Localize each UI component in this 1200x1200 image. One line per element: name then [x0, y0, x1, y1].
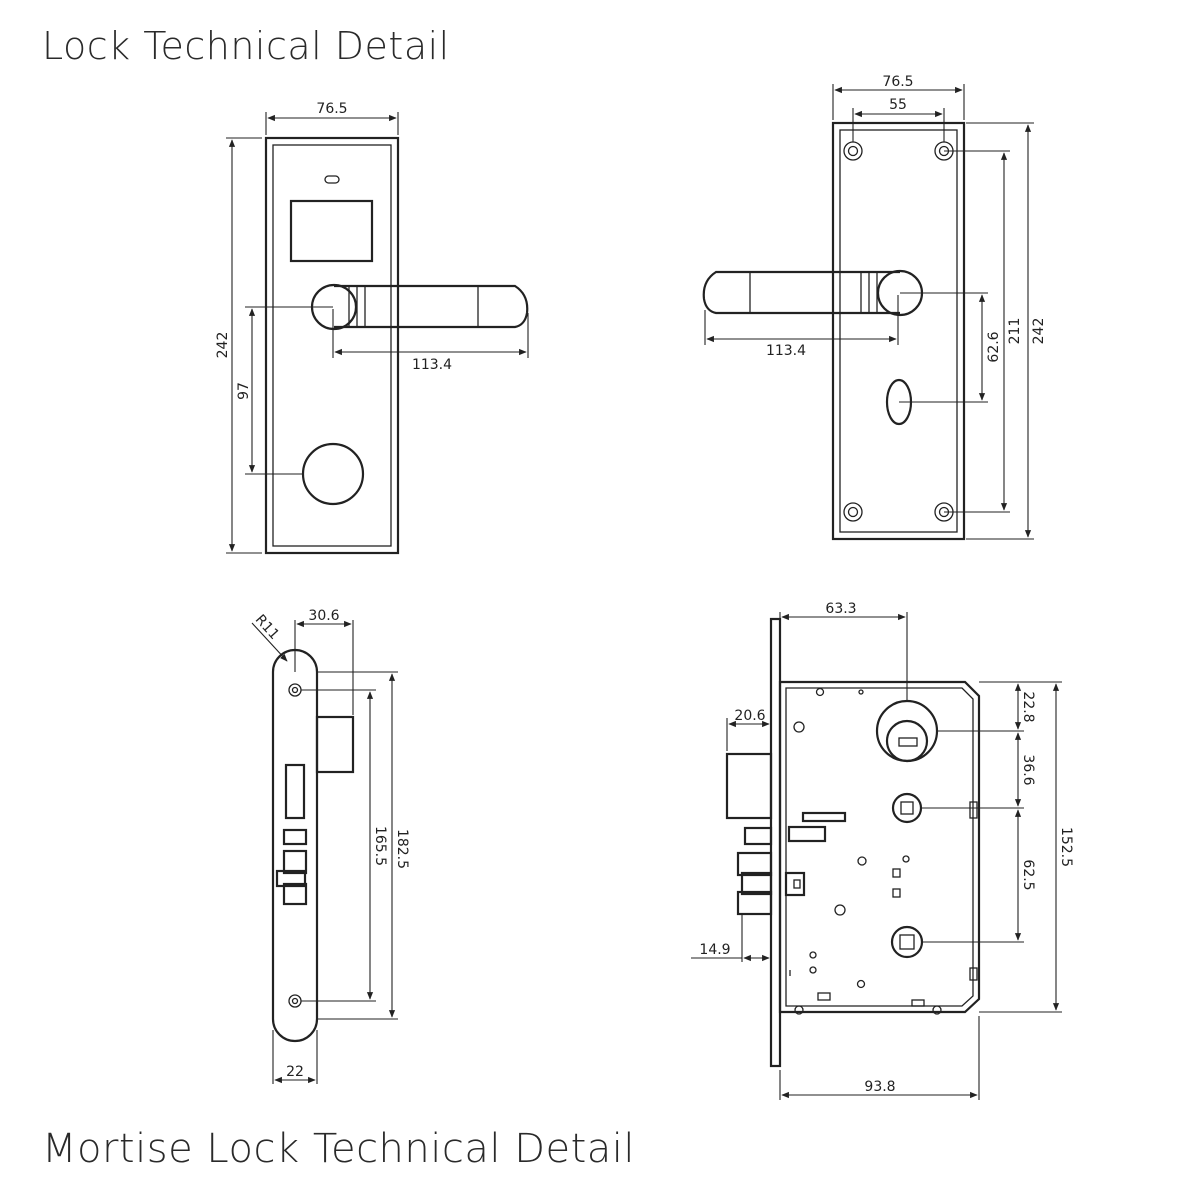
case-holes — [789, 687, 978, 1015]
radius-label: R11 — [252, 612, 282, 643]
cylinder-spindle-label: 36.6 — [1020, 754, 1036, 785]
front-width-label: 76.5 — [316, 101, 347, 117]
cylinder-hub — [875, 699, 939, 763]
case-depth-label: 93.8 — [864, 1079, 895, 1095]
body-faceplate — [769, 617, 782, 1068]
deadbolt-projection-label: 20.6 — [734, 708, 765, 724]
latch-projection-label: 14.9 — [699, 942, 730, 958]
back-handle — [702, 269, 924, 317]
screw-spacing-label: 165.5 — [372, 826, 388, 866]
deadbolt-side — [315, 715, 355, 774]
body-latch-top — [736, 851, 773, 877]
slider-top — [801, 811, 847, 823]
front-height-label: 242 — [215, 332, 231, 359]
key-cylinder — [301, 442, 365, 506]
front-handle — [310, 283, 529, 331]
card-reader-window — [289, 199, 374, 263]
spindle-hub-top — [891, 792, 923, 824]
backset-label: 63.3 — [825, 601, 856, 617]
cylinder-cam — [898, 737, 918, 747]
back-handle-length-label: 113.4 — [766, 343, 806, 359]
mortise-faceplate-view: 30.6 R11 165.5 182.5 22 — [251, 608, 410, 1084]
front-view: 76.5 242 97 113.4 — [215, 101, 529, 555]
body-aux-latch — [743, 826, 773, 846]
front-plate-inner — [272, 144, 392, 547]
front-handle-length-label: 113.4 — [412, 357, 452, 373]
latch-top — [282, 849, 308, 875]
back-plate-outer — [831, 121, 966, 541]
aux-latch — [282, 828, 308, 846]
back-thumbturn-label: 62.6 — [986, 331, 1002, 362]
top-cylinder-label: 22.8 — [1020, 691, 1036, 722]
latch-lever — [784, 871, 806, 897]
back-screw-vertical-label: 211 — [1007, 318, 1023, 345]
faceplate-width-label: 22 — [286, 1064, 304, 1080]
spindle-hub-bottom — [890, 925, 924, 959]
deadbolt-opening — [284, 763, 306, 820]
back-width-label: 76.5 — [882, 74, 913, 90]
body-latch-bottom — [736, 890, 773, 916]
mortise-body-view: 63.3 20.6 14.9 22.8 36.6 62.5 152.5 93.8 — [691, 601, 1074, 1100]
latch-bottom — [282, 882, 308, 906]
status-led — [324, 175, 340, 184]
back-view: 76.5 55 113.4 62.6 211 242 — [702, 74, 1047, 541]
case-height-label: 152.5 — [1058, 827, 1074, 867]
faceplate-length-label: 182.5 — [394, 829, 410, 869]
faceplate — [271, 648, 319, 1043]
body-latch-mid — [740, 871, 773, 896]
case-outline — [778, 680, 981, 1014]
spindle-spindle-label: 62.5 — [1020, 859, 1036, 890]
front-plate-outer — [264, 136, 400, 555]
faceplate-screw-bottom — [288, 994, 302, 1008]
body-deadbolt — [725, 752, 773, 820]
slider-part — [787, 825, 827, 843]
back-height-label: 242 — [1031, 318, 1047, 345]
lock-title: Lock Technical Detail — [42, 24, 450, 68]
faceplate-screw-top — [288, 683, 302, 697]
back-plate-inner — [839, 129, 958, 533]
bolt-projection-label: 30.6 — [308, 608, 339, 624]
latch-mid — [275, 869, 307, 888]
front-handle-reader-label: 97 — [236, 382, 252, 400]
mortise-title: Mortise Lock Technical Detail — [42, 1126, 636, 1172]
back-screw-spacing-label: 55 — [889, 97, 907, 113]
case-inner — [785, 687, 974, 1007]
